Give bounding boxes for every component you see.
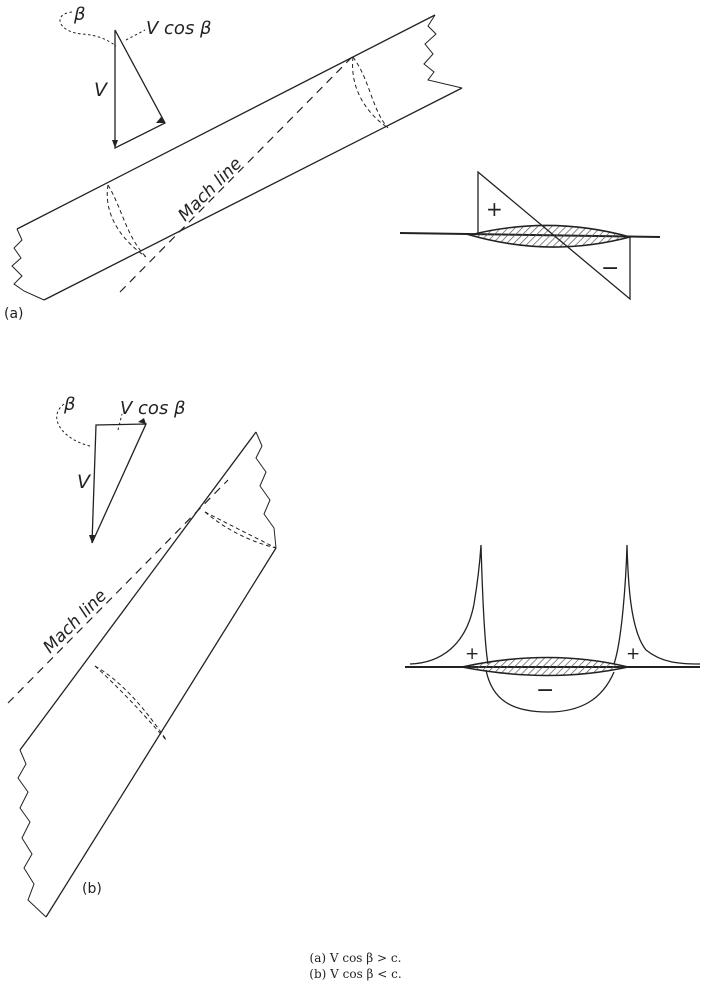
chord-section-upper-b xyxy=(204,511,277,549)
figure-tag-a: (a) xyxy=(4,306,24,322)
pressure-plot-b: + + − xyxy=(405,544,701,713)
figure-b: β V V cos β Mach line (b) + xyxy=(7,394,701,918)
wing-edge-lower-a xyxy=(43,87,463,301)
vcos-arrowhead-b xyxy=(138,418,146,424)
airfoil-section-b xyxy=(461,656,629,677)
wing-strip-b xyxy=(17,431,277,918)
wing-strip-a xyxy=(11,14,463,301)
v-label-b: V xyxy=(77,471,92,493)
wing-break-left-a xyxy=(11,228,45,301)
caption-line-b: (b) V cos β < c. xyxy=(309,967,402,981)
positive-pressure-right xyxy=(613,544,701,665)
airfoil-section-a xyxy=(466,224,634,248)
plus-label-a: + xyxy=(486,197,503,221)
positive-pressure-left xyxy=(409,544,489,665)
pressure-plot-a: + − xyxy=(399,170,661,301)
minus-label-b: − xyxy=(536,678,554,703)
chord-section-lower-b xyxy=(94,665,168,742)
vcos-arrowhead-a xyxy=(156,117,165,123)
chord-section-left-a2 xyxy=(106,184,147,258)
vcos-label-b: V cos β xyxy=(120,398,186,419)
figure-tag-b: (b) xyxy=(82,881,102,897)
velocity-triangle-b-shape xyxy=(91,423,148,544)
velocity-arrowhead-b xyxy=(89,535,95,543)
plus-label-b-right: + xyxy=(626,644,640,664)
mach-line-b xyxy=(7,479,229,704)
vcos-label-a: V cos β xyxy=(146,18,212,39)
velocity-triangle-b: β V V cos β xyxy=(56,394,186,544)
wing-break-top-b xyxy=(255,431,277,549)
chord-section-right-a xyxy=(352,56,389,129)
plus-label-b-left: + xyxy=(465,644,479,664)
beta-arc-a xyxy=(59,11,117,47)
wing-break-right-a xyxy=(423,14,463,89)
beta-arc-b xyxy=(56,403,91,447)
wing-edge-upper-a xyxy=(16,14,436,230)
mach-label-a: Mach line xyxy=(174,154,246,226)
caption-line-a: (a) V cos β > c. xyxy=(309,951,402,965)
mach-label-b: Mach line xyxy=(39,586,111,658)
vcos-leader-a xyxy=(125,29,146,41)
wing-break-bottom-b xyxy=(17,749,47,918)
velocity-triangle-a-shape xyxy=(114,29,166,150)
wing-edge-upper-b xyxy=(19,431,257,751)
chord-section-upper-b2 xyxy=(204,511,277,549)
v-label-a: V xyxy=(94,79,109,101)
velocity-arrowhead-a xyxy=(112,140,118,148)
beta-label-a: β xyxy=(73,4,86,25)
chord-section-right-a2 xyxy=(352,56,389,129)
chord-section-lower-b2 xyxy=(94,665,168,742)
chord-section-left-a xyxy=(107,184,147,258)
velocity-triangle-a: β V V cos β xyxy=(59,4,212,150)
figure-a: β V V cos β Mach line (a) + − xyxy=(4,4,661,322)
positive-pressure-triangle xyxy=(477,170,631,301)
minus-label-a: − xyxy=(601,256,619,281)
negative-pressure-curve xyxy=(485,669,615,713)
beta-label-b: β xyxy=(63,394,76,415)
